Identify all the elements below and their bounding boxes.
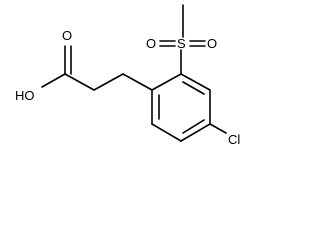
- hydroxyl-label: HO: [15, 88, 35, 103]
- sulfonyl-oxygen-left-label: O: [146, 36, 156, 51]
- structure-svg: HO O S O O Cl: [15, 4, 240, 147]
- methylsulfonyl-group: [159, 4, 206, 75]
- ring-bond-c1-c2: [151, 73, 182, 91]
- structure-canvas: HO O S O O Cl: [15, 4, 240, 147]
- benzene-ring: [151, 73, 211, 142]
- sulfonyl-oxygen-right-label: O: [207, 36, 217, 51]
- sulfur-label: S: [177, 36, 186, 51]
- ring-double-bond-c2-c3: [182, 81, 205, 95]
- chain-bond-ring-ch2: [122, 73, 153, 91]
- ring-bond-c5-c6: [151, 123, 182, 142]
- ring-bond-c4-c5: [180, 123, 211, 142]
- hydroxyl-bond: [41, 73, 66, 88]
- ring-bond-c2-c3: [180, 73, 211, 91]
- chain-bond-ch2-ch2: [93, 73, 124, 91]
- chlorine-bond: [209, 123, 227, 134]
- chlorine-label: Cl: [228, 132, 240, 147]
- carbonyl-oxygen-label: O: [62, 28, 72, 43]
- propanoic-acid-chain: [41, 45, 153, 91]
- chain-bond-ch2-cooh: [64, 73, 95, 91]
- ring-double-bond-c4-c5: [182, 119, 205, 134]
